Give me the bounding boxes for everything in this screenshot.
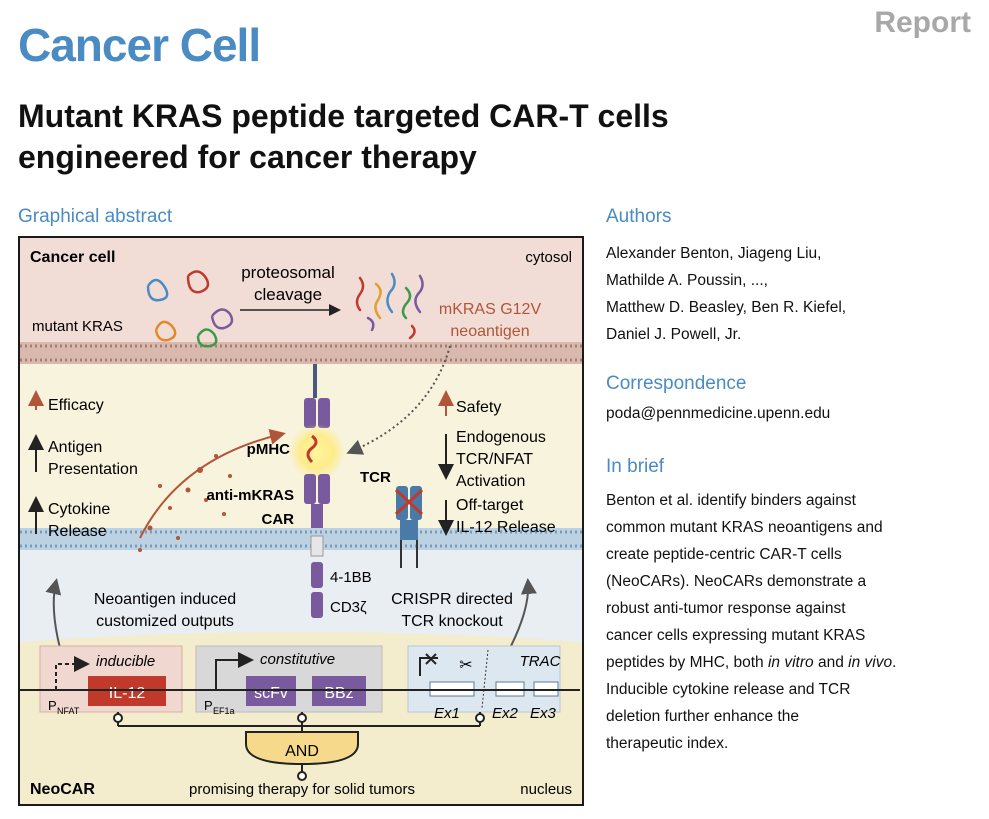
upper-membrane: [20, 336, 582, 364]
correspondence-email[interactable]: poda@pennmedicine.upenn.edu: [606, 405, 831, 422]
brief-line: Inducible cytokine release and TCR: [606, 681, 851, 698]
brief-line: (NeoCARs). NeoCARs demonstrate a: [606, 573, 867, 590]
article-title: Mutant KRAS peptide targeted CAR-T cells…: [18, 96, 918, 178]
label-il12: IL-12: [109, 685, 146, 702]
label-bbz: BBz: [324, 685, 353, 702]
author-line: Daniel J. Powell, Jr.: [606, 326, 742, 343]
label-p-nfat-sub: NFAT: [57, 706, 80, 716]
efficacy-group: Efficacy Antigen Presentation Cytokine R…: [28, 390, 138, 540]
label-p-ef1a-sub: EF1a: [213, 706, 235, 716]
label-scfv: scFv: [254, 685, 288, 702]
pmhc-car-complex: [289, 364, 345, 618]
kras-protein-icons: [146, 270, 234, 348]
author-line: Alexander Benton, Jiageng Liu,: [606, 245, 822, 262]
label-p-ef1a: P: [204, 698, 213, 713]
inducible-construct: inducible IL-12 P NFAT: [39, 645, 183, 716]
label-p-nfat: P: [48, 698, 57, 713]
label-ex1: Ex1: [434, 705, 460, 722]
label-crispr-directed: CRISPR directed: [391, 591, 513, 608]
left-output-arrow: [45, 578, 62, 649]
brief-line: common mutant KRAS neoantigens and: [606, 519, 883, 536]
label-cytosol: cytosol: [525, 249, 572, 266]
brief-line: create peptide-centric CAR-T cells: [606, 546, 842, 563]
label-proteosomal: proteosomal: [241, 263, 335, 282]
graphical-abstract: Cancer cell cytosol proteosomal cleavage…: [18, 236, 584, 806]
cytokine-dots: [138, 454, 232, 552]
title-line-1: Mutant KRAS peptide targeted CAR-T cells: [18, 98, 669, 134]
author-line: Mathilde A. Poussin, ...,: [606, 272, 768, 289]
in-brief-heading: In brief: [606, 456, 665, 477]
label-and: AND: [285, 743, 319, 760]
label-tcr: TCR: [360, 469, 391, 486]
label-trac: TRAC: [520, 653, 561, 670]
label-tcr-nfat: TCR/NFAT: [456, 451, 533, 468]
label-safety: Safety: [456, 399, 501, 416]
label-endogenous: Endogenous: [456, 429, 546, 446]
label-ex2: Ex2: [492, 705, 519, 722]
constitutive-construct: constitutive scFv BBz P EF1a: [195, 645, 383, 716]
article-type: Report: [874, 6, 971, 39]
scissors-icon: ✂: [459, 657, 472, 674]
label-efficacy: Efficacy: [48, 397, 104, 414]
peptide-fragments: [355, 272, 424, 340]
label-therapy: promising therapy for solid tumors: [189, 781, 415, 798]
safety-group: Safety Endogenous TCR/NFAT Activation Of…: [438, 390, 556, 536]
brief-line: peptides by MHC, both in vitro and in vi…: [606, 654, 897, 671]
label-mutant-kras: mutant KRAS: [32, 318, 123, 335]
label-antigen: Antigen: [48, 439, 102, 456]
label-off-target: Off-target: [456, 497, 524, 514]
label-activation: Activation: [456, 473, 525, 490]
label-cd3z: CD3ζ: [330, 599, 367, 616]
authors-list: Alexander Benton, Jiageng Liu, Mathilde …: [606, 240, 976, 348]
label-neocar: NeoCAR: [30, 781, 95, 798]
brief-line: robust anti-tumor response against: [606, 600, 846, 617]
cytokine-arrow: [139, 428, 286, 539]
brief-line: cancer cells expressing mutant KRAS: [606, 627, 866, 644]
cancer-cell-region: [20, 238, 582, 350]
correspondence-heading: Correspondence: [606, 373, 747, 394]
and-logic-gate: AND: [113, 712, 485, 781]
graphical-abstract-heading: Graphical abstract: [18, 206, 173, 227]
label-ex3: Ex3: [530, 705, 557, 722]
label-neoantigen-induced: Neoantigen induced: [94, 591, 236, 608]
brief-line: deletion further enhance the: [606, 708, 800, 725]
label-cancer-cell: Cancer cell: [30, 249, 115, 266]
label-cleavage: cleavage: [254, 285, 322, 304]
brief-line: Benton et al. identify binders against: [606, 492, 856, 509]
label-constitutive: constitutive: [260, 651, 335, 668]
label-mkras-g12v: mKRAS G12V: [439, 301, 542, 318]
label-4-1bb: 4-1BB: [330, 569, 372, 586]
label-inducible: inducible: [96, 653, 155, 670]
label-nucleus: nucleus: [520, 781, 572, 798]
label-il12-release: IL-12 Release: [456, 519, 556, 536]
label-tcr-knockout: TCR knockout: [401, 613, 503, 630]
right-output-arrow: [509, 578, 537, 649]
antigen-presentation-arrow: [346, 345, 451, 455]
label-customized-outputs: customized outputs: [96, 613, 234, 630]
label-presentation: Presentation: [48, 461, 138, 478]
brief-line: therapeutic index.: [606, 735, 729, 752]
in-brief-text: Benton et al. identify binders against c…: [606, 487, 976, 757]
trac-construct: ✂ TRAC Ex1 Ex2 Ex3: [407, 645, 561, 722]
tcr-receptor: [394, 486, 424, 568]
label-cytokine: Cytokine: [48, 501, 110, 518]
label-pmhc: pMHC: [247, 441, 290, 458]
graphical-abstract-figure: Cancer cell cytosol proteosomal cleavage…: [20, 238, 582, 804]
journal-name: Cancer Cell: [18, 19, 261, 71]
author-line: Matthew D. Beasley, Ben R. Kiefel,: [606, 299, 847, 316]
label-release: Release: [48, 523, 107, 540]
label-neoantigen: neoantigen: [450, 323, 529, 340]
label-car: CAR: [262, 511, 295, 528]
authors-heading: Authors: [606, 206, 672, 227]
title-line-2: engineered for cancer therapy: [18, 139, 477, 175]
label-anti-mkras: anti-mKRAS: [206, 487, 294, 504]
